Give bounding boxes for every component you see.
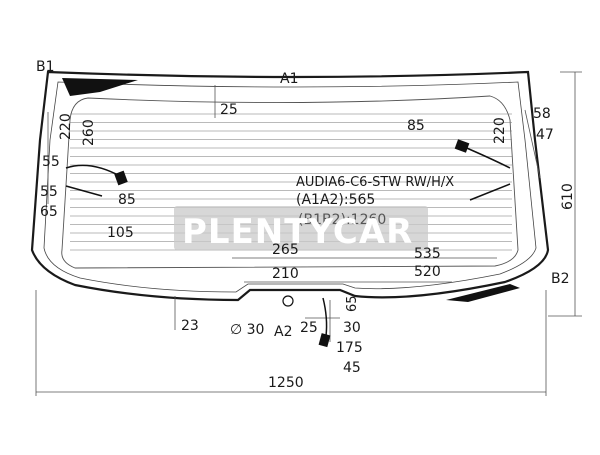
glass-outline — [30, 70, 550, 302]
dim-hole-30: ∅ 30 — [230, 322, 264, 338]
dim-width-265: 265 — [272, 242, 299, 258]
watermark-text: PLENTYCAR — [182, 212, 413, 252]
point-a2: A2 — [274, 324, 292, 340]
dim-left-65: 65 — [40, 204, 58, 220]
point-b1: B1 — [36, 59, 55, 75]
dim-left-55a: 55 — [42, 154, 60, 170]
dim-bottom-65: 65 — [345, 295, 360, 312]
dim-width-520: 520 — [414, 264, 441, 280]
dim-left-105: 105 — [107, 225, 134, 241]
dim-bottom-175: 175 — [336, 340, 363, 356]
dim-left-55b: 55 — [40, 184, 58, 200]
dim-width-1250: 1250 — [268, 375, 304, 391]
left-connector-wire — [65, 164, 128, 197]
dim-bottom-45: 45 — [343, 360, 361, 376]
dim-bottom-30: 30 — [343, 320, 361, 336]
dim-width-210: 210 — [272, 266, 299, 282]
glass-inner-border — [43, 81, 537, 293]
dim-right-47: 47 — [536, 127, 554, 143]
ceramic-corner-bottom-right — [446, 284, 520, 302]
dim-height-610: 610 — [560, 183, 576, 210]
model-b1b2: (B1B2):1260 — [298, 212, 386, 228]
dim-bottom-25: 25 — [300, 320, 318, 336]
right-connector-wire — [454, 139, 511, 201]
point-b2: B2 — [551, 271, 570, 287]
model-code: AUDIA6-C6-STW RW/H/X — [296, 175, 454, 190]
model-a1a2: (A1A2):565 — [296, 192, 375, 208]
center-connector-wire — [318, 297, 331, 348]
dim-right-85: 85 — [407, 118, 425, 134]
dim-left-220: 220 — [58, 113, 74, 140]
dim-left-85: 85 — [118, 192, 136, 208]
dimension-lines — [35, 71, 582, 396]
dim-right-58: 58 — [533, 106, 551, 122]
ceramic-corner-top-left — [62, 78, 138, 96]
dim-left-260: 260 — [81, 119, 97, 146]
watermark: (B1B2):1260 PLENTYCAR — [174, 206, 428, 252]
hole-circle — [282, 295, 294, 307]
heating-area — [61, 95, 519, 269]
dim-right-220: 220 — [492, 117, 508, 144]
dim-bottom-23: 23 — [181, 318, 199, 334]
point-a1: A1 — [280, 71, 298, 87]
dim-top-25: 25 — [220, 102, 238, 118]
dim-width-535: 535 — [414, 246, 441, 262]
